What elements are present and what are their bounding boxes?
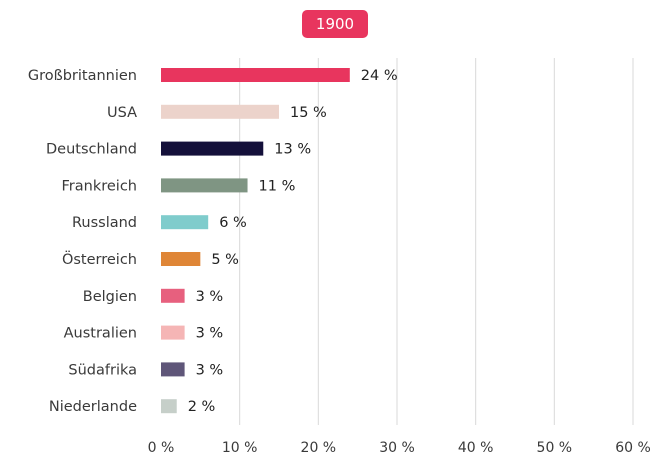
bar [161, 325, 185, 340]
x-tick-label: 20 % [301, 440, 337, 456]
category-label: Australien [64, 326, 137, 342]
value-label: 15 % [290, 105, 327, 121]
category-label: Deutschland [46, 142, 137, 158]
bar [161, 141, 264, 156]
value-label: 11 % [259, 178, 296, 194]
bar [161, 399, 177, 414]
value-label: 3 % [196, 362, 224, 378]
chart-title-badge: 1900 [302, 10, 368, 38]
category-label: Frankreich [62, 178, 137, 194]
category-label: Großbritannien [28, 68, 137, 84]
bar [161, 215, 209, 230]
category-label: Österreich [62, 250, 137, 268]
x-tick-label: 30 % [379, 440, 415, 456]
value-label: 13 % [274, 142, 311, 158]
category-label: USA [107, 105, 137, 121]
value-label: 6 % [219, 215, 247, 231]
bar [161, 288, 185, 303]
bar [161, 362, 185, 377]
value-label: 3 % [196, 289, 224, 305]
category-label: Südafrika [68, 362, 137, 378]
category-label: Niederlande [49, 399, 137, 415]
category-label: Belgien [83, 289, 137, 305]
value-label: 3 % [196, 326, 224, 342]
x-tick-label: 10 % [222, 440, 258, 456]
x-tick-label: 60 % [615, 440, 651, 456]
category-label: Russland [72, 215, 137, 231]
value-label: 24 % [361, 68, 398, 84]
x-tick-label: 50 % [537, 440, 573, 456]
x-tick-label: 40 % [458, 440, 494, 456]
bar [161, 178, 248, 193]
bar [161, 252, 201, 266]
value-label: 2 % [188, 399, 216, 415]
bar [161, 104, 279, 119]
bar [161, 68, 350, 82]
value-label: 5 % [211, 252, 239, 268]
x-tick-label: 0 % [148, 440, 175, 456]
